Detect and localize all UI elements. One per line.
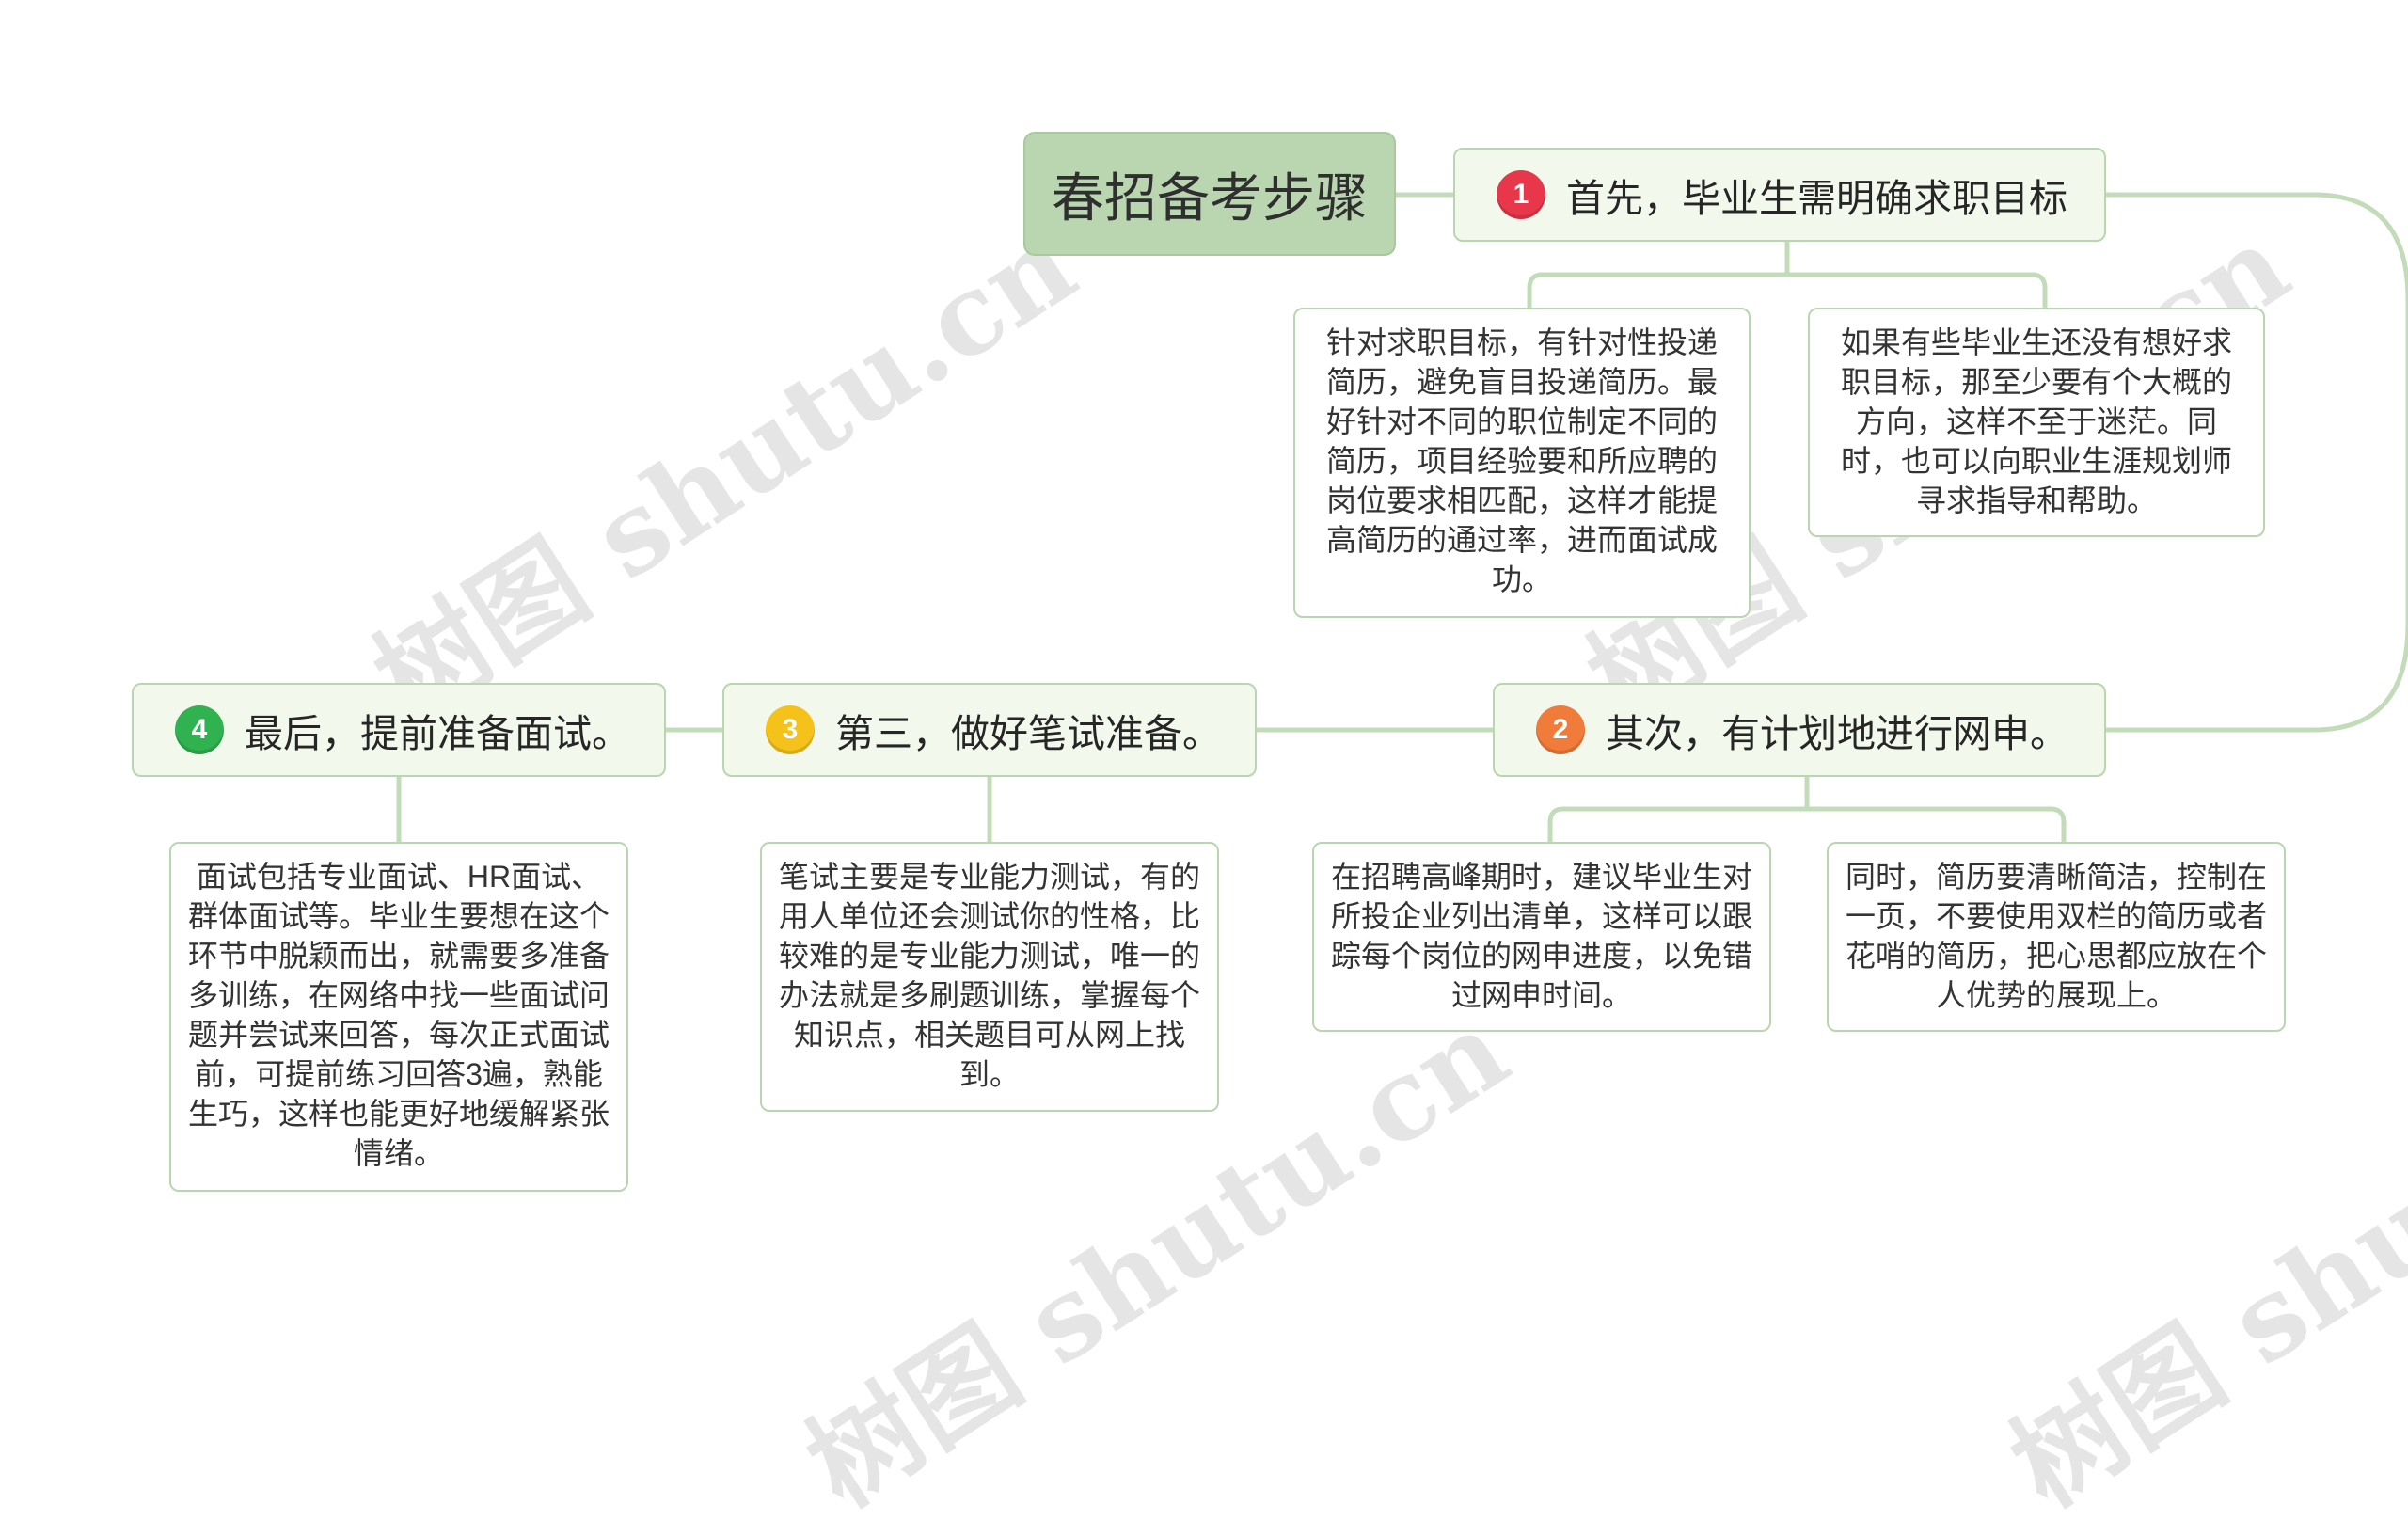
topic-2[interactable]: 2 其次，有计划地进行网申。 <box>1493 683 2106 777</box>
topic-2-note-2[interactable]: 同时，简历要清晰简洁，控制在一页，不要使用双栏的简历或者花哨的简历，把心思都应放… <box>1827 842 2286 1032</box>
topic-1-note-2[interactable]: 如果有些毕业生还没有想好求职目标，那至少要有个大概的方向，这样不至于迷茫。同时，… <box>1808 308 2265 537</box>
topic-4[interactable]: 4 最后，提前准备面试。 <box>132 683 666 777</box>
topic-2-note-1[interactable]: 在招聘高峰期时，建议毕业生对所投企业列出清单，这样可以跟踪每个岗位的网申进度，以… <box>1312 842 1771 1032</box>
topic-3[interactable]: 3 第三，做好笔试准备。 <box>722 683 1257 777</box>
connector-lines <box>396 192 2408 845</box>
mind-map-canvas: 树图 shutu.cn 树图 shutu.cn 树图 shutu.cn 树图 s… <box>132 132 2408 1531</box>
connector-topic2-notes <box>1547 774 2067 845</box>
topic-1-label: 首先，毕业生需明确求职目标 <box>1566 177 2067 220</box>
connector-topic1-notes <box>1527 239 2048 310</box>
connector-topic1-topic2 <box>2103 192 2408 733</box>
priority-4-icon: 4 <box>175 705 224 754</box>
topic-4-label: 最后，提前准备面试。 <box>245 712 630 755</box>
topic-3-note-1[interactable]: 笔试主要是专业能力测试，有的用人单位还会测试你的性格，比较难的是专业能力测试，唯… <box>760 842 1219 1112</box>
topic-1-note-1[interactable]: 针对求职目标，有针对性投递简历，避免盲目投递简历。最好针对不同的职位制定不同的简… <box>1293 308 1751 618</box>
priority-3-icon: 3 <box>766 705 815 754</box>
topic-2-label: 其次，有计划地进行网申。 <box>1606 712 2068 755</box>
priority-1-icon: 1 <box>1497 170 1545 219</box>
topic-1[interactable]: 1 首先，毕业生需明确求职目标 <box>1453 148 2106 242</box>
root-topic[interactable]: 春招备考步骤 <box>1023 132 1396 256</box>
priority-2-icon: 2 <box>1536 705 1585 754</box>
root-title: 春招备考步骤 <box>1052 167 1368 228</box>
topic-3-label: 第三，做好笔试准备。 <box>835 712 1221 755</box>
topic-4-note-1[interactable]: 面试包括专业面试、HR面试、群体面试等。毕业生要想在这个环节中脱颖而出，就需要多… <box>169 842 628 1192</box>
